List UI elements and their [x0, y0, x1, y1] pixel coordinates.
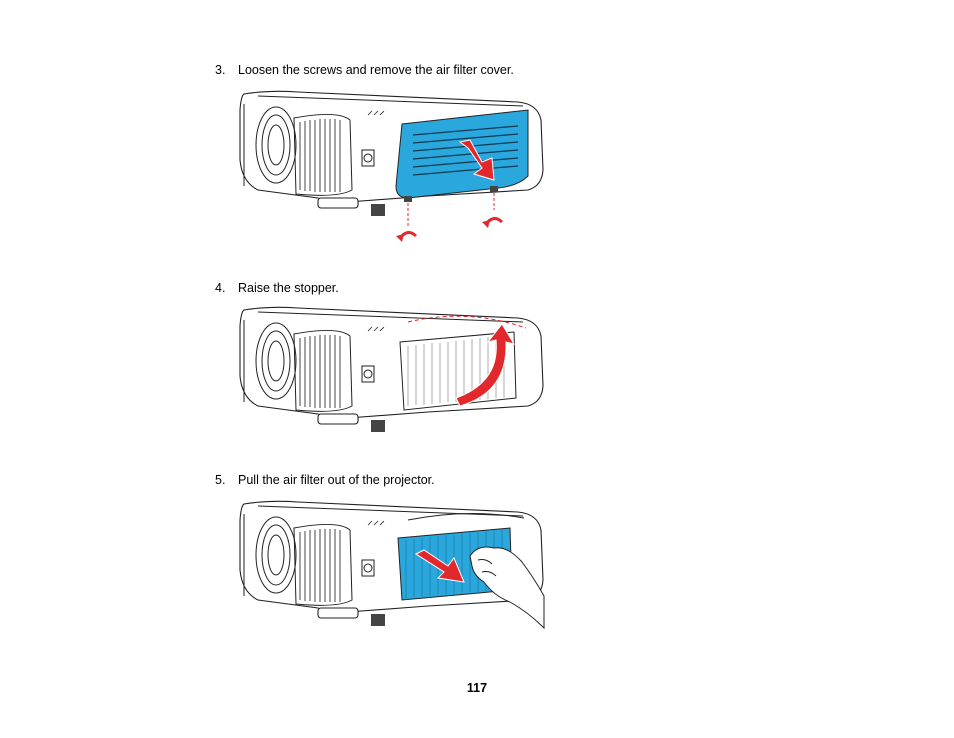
- step-4: 4. Raise the stopper.: [215, 281, 339, 295]
- curved-up-arrow-icon: [455, 323, 516, 407]
- step-text: Raise the stopper.: [238, 281, 339, 295]
- step-number: 3.: [215, 63, 226, 77]
- illustration-remove-filter-cover: [238, 90, 548, 250]
- hand-illustration: [469, 546, 545, 630]
- projector-illustration: [239, 306, 544, 432]
- projector-illustration: [239, 500, 545, 630]
- step-number: 4.: [215, 281, 226, 295]
- step-text: Pull the air filter out of the projector…: [238, 473, 435, 487]
- page-number: 117: [466, 681, 488, 695]
- step-5: 5. Pull the air filter out of the projec…: [215, 473, 435, 487]
- step-number: 5.: [215, 473, 226, 487]
- illustration-raise-stopper: [238, 306, 548, 446]
- projector-illustration: [239, 90, 544, 242]
- step-text: Loosen the screws and remove the air fil…: [238, 63, 514, 77]
- illustration-pull-filter: [238, 500, 548, 635]
- step-3: 3. Loosen the screws and remove the air …: [215, 63, 514, 77]
- pull-arrow-icon: [414, 549, 465, 583]
